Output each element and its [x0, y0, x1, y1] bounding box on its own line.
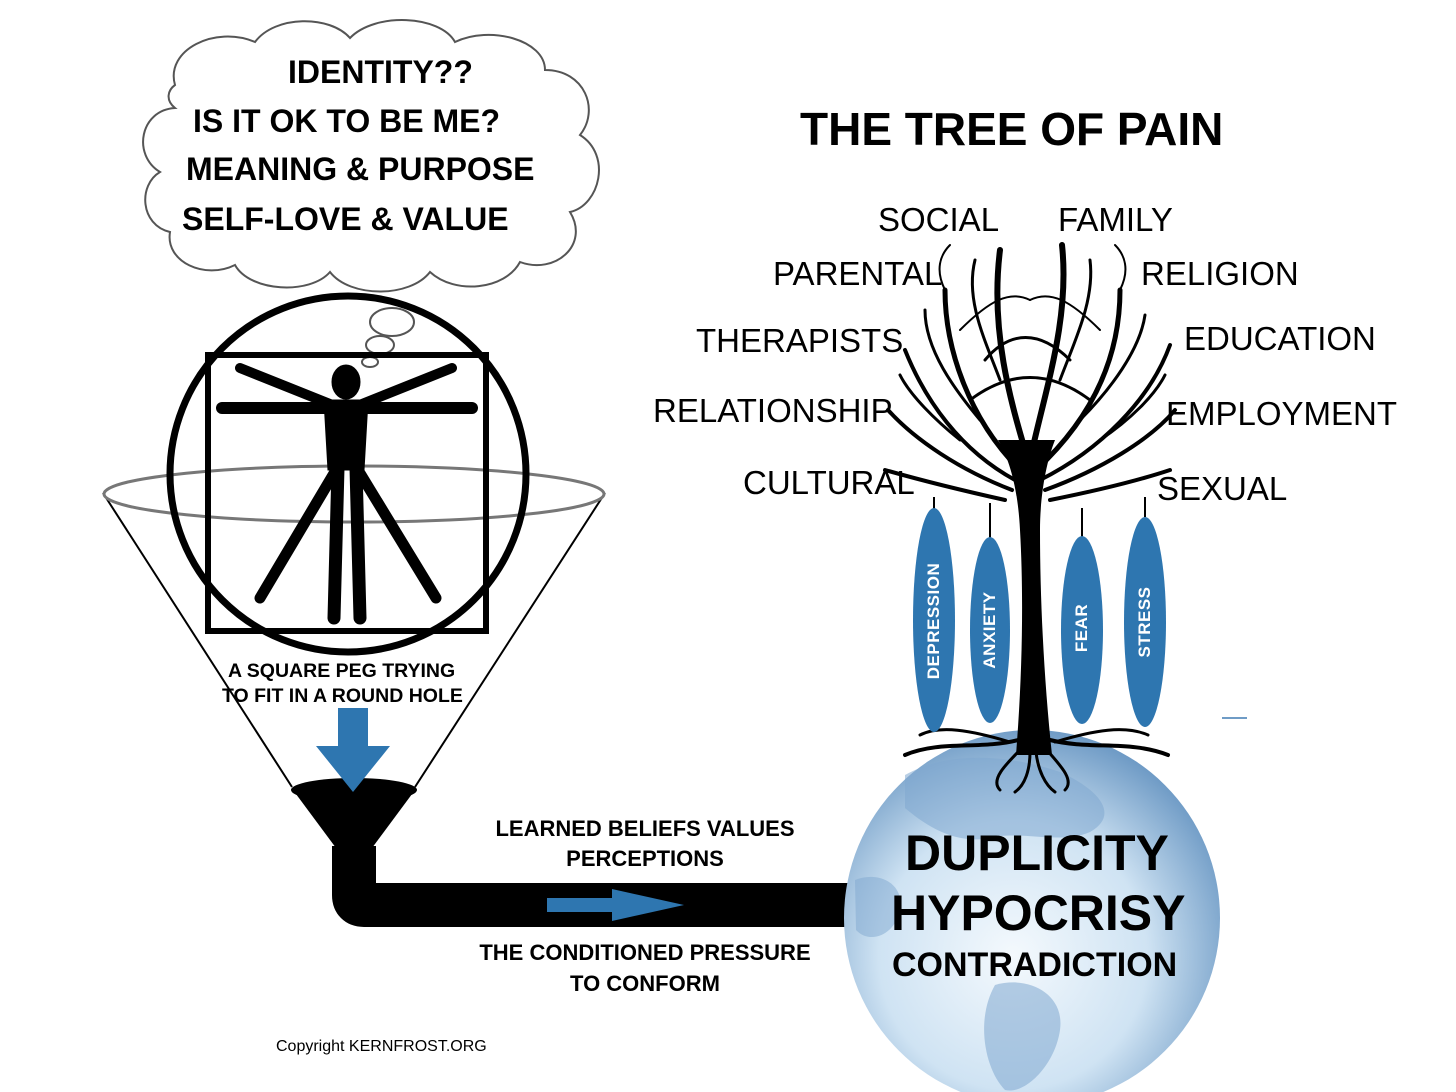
thought-bubble-large [369, 307, 415, 337]
thought-bubble-medium [365, 335, 395, 355]
conformity-pipe [332, 846, 852, 927]
fruit-label-stress: STRESS [1135, 586, 1154, 658]
thought-bubble-small [361, 356, 379, 368]
pipe-top-line-2: PERCEPTIONS [566, 846, 724, 871]
tree-trunk [998, 440, 1055, 755]
globe-text-contradiction: CONTRADICTION [892, 946, 1178, 984]
fruit-label-anxiety: ANXIETY [980, 591, 999, 669]
thought-line-identity: IDENTITY?? [288, 54, 473, 90]
branch-label-education: EDUCATION [1184, 320, 1376, 357]
branch-label-employment: EMPLOYMENT [1166, 395, 1398, 432]
pipe-arrow-shaft [547, 898, 619, 912]
branch-label-cultural: CULTURAL [743, 464, 915, 501]
globe-continent-south [984, 982, 1061, 1091]
down-arrow [316, 708, 390, 792]
pipe-bottom-line-2: TO CONFORM [570, 971, 720, 996]
tree-branches [883, 242, 1177, 502]
branch-label-social: SOCIAL [878, 201, 1000, 238]
funnel-caption-line-2: TO FIT IN A ROUND HOLE [222, 685, 463, 707]
fruit-stress [1124, 517, 1166, 727]
pipe-arrow-head [612, 889, 684, 921]
globe-continent-north [905, 757, 1105, 840]
funnel-neck [293, 790, 415, 848]
thought-cloud [142, 19, 600, 293]
page-title: THE TREE OF PAIN [800, 103, 1224, 155]
vitruvian-square [205, 352, 489, 634]
funnel-side-right [414, 492, 606, 788]
thought-line-is-it-ok: IS IT OK TO BE ME? [193, 103, 500, 139]
copyright-notice: Copyright KERNFROST.ORG [276, 1038, 487, 1055]
branch-label-sexual: SEXUAL [1157, 470, 1288, 507]
vitruvian-circle [166, 292, 530, 656]
thought-line-self-love: SELF-LOVE & VALUE [182, 201, 509, 237]
branch-label-religion: RELIGION [1141, 255, 1299, 292]
branch-label-relationship: RELATIONSHIP [653, 392, 893, 429]
globe-text-hypocrisy: HYPOCRISY [891, 885, 1186, 941]
globe-continent-west [855, 876, 901, 938]
pipe-top-line-1: LEARNED BELIEFS VALUES [495, 816, 795, 841]
fruit-label-fear: FEAR [1072, 603, 1091, 653]
fruit-label-depression: DEPRESSION [924, 562, 943, 680]
pipe-bottom-line-1: THE CONDITIONED PRESSURE [479, 940, 811, 965]
funnel-side-left [102, 492, 293, 788]
thought-line-meaning: MEANING & PURPOSE [186, 151, 535, 187]
globe-text-duplicity: DUPLICITY [905, 825, 1169, 881]
tree-roots [903, 728, 1170, 794]
branch-label-parental: PARENTAL [773, 255, 943, 292]
funnel-caption-line-1: A SQUARE PEG TRYING [228, 660, 456, 682]
vitruvian-man-silhouette [216, 363, 478, 625]
fruit-anxiety [970, 537, 1010, 723]
fruit-strings [933, 497, 1146, 538]
branch-label-therapists: THERAPISTS [696, 322, 904, 359]
fruit-depression [913, 508, 955, 732]
fruit-fear [1061, 536, 1103, 724]
branch-label-family: FAMILY [1058, 201, 1173, 238]
